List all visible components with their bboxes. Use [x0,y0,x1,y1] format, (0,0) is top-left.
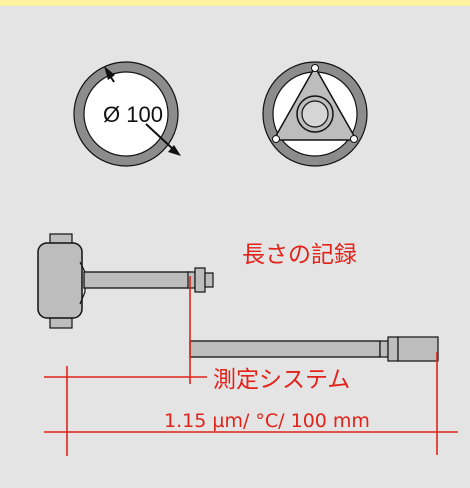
length-record-label: 長さの記録 [242,242,357,268]
ring-gauge-diameter: Ø 100 [73,61,181,167]
ring-gauge-probe [262,61,368,167]
probe-head [37,233,214,329]
measuring-system-label: 測定システム [213,367,350,393]
measuring-rod [189,336,439,362]
measurement-lines [44,276,458,456]
diameter-arrow-bottom [145,123,175,151]
diameter-label: Ø 100 [103,102,163,127]
top-highlight-band [0,0,470,6]
coefficient-label: 1.15 µm/ °C/ 100 mm [164,410,370,432]
